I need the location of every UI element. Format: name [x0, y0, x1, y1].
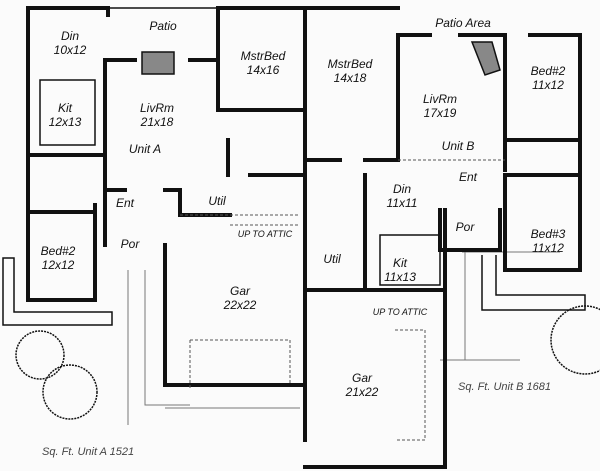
svg-text:10x12: 10x12: [54, 43, 87, 57]
attic-stairs-label: UP TO ATTIC: [238, 229, 293, 239]
room-size: 11x12: [532, 241, 564, 255]
room-name: Gar: [352, 371, 373, 385]
fireplace-icon: [141, 51, 175, 75]
room-size: 10x12: [54, 43, 87, 57]
room-name: Util: [323, 252, 341, 266]
room-name: MstrBed: [328, 57, 373, 71]
tree-icon: [15, 305, 600, 420]
room-name: LivRm: [140, 101, 174, 115]
sqft-unit-a: Sq. Ft. Unit A 1521: [42, 446, 134, 458]
room-size: 14x16: [247, 63, 280, 77]
room-name: Patio: [149, 19, 177, 33]
room-size: 11x12: [532, 78, 564, 92]
room-size: 17x19: [424, 106, 457, 120]
room-size: 12x12: [42, 258, 75, 272]
unit-b-walls: [303, 6, 582, 469]
room-size: 21x22: [345, 385, 379, 399]
room-size: 14x18: [334, 71, 367, 85]
room-name: Gar: [230, 284, 251, 298]
room-name: Ent: [116, 196, 135, 210]
unit-a-walls: [26, 6, 307, 442]
room-name: Kit: [393, 256, 408, 270]
room-size: 21x18: [140, 115, 174, 129]
unit-label: Unit A: [129, 142, 161, 156]
room-name: Ent: [459, 170, 478, 184]
sqft-unit-b: Sq. Ft. Unit B 1681: [458, 381, 551, 393]
site-lines: [2, 251, 586, 425]
room-name: Patio Area: [435, 16, 491, 30]
svg-text:Din: Din: [61, 29, 79, 43]
fireplace-icon: [470, 41, 501, 76]
attic-stairs-label: UP TO ATTIC: [373, 307, 428, 317]
room-size: 22x22: [223, 298, 257, 312]
room-name: Bed#2: [41, 244, 76, 258]
room-name: Por: [456, 220, 476, 234]
room-name: Bed#2: [531, 64, 566, 78]
room-name: Util: [208, 194, 226, 208]
room-name: Por: [121, 237, 141, 251]
room-name: Din: [61, 29, 79, 43]
room-size: 11x13: [384, 270, 416, 284]
room-name: Bed#3: [531, 227, 566, 241]
room-name: Kit: [58, 101, 73, 115]
room-name: Din: [393, 182, 411, 196]
room-size: 12x13: [49, 115, 82, 129]
room-name: MstrBed: [241, 49, 286, 63]
room-name: LivRm: [423, 92, 457, 106]
room-size: 11x11: [387, 196, 418, 210]
unit-label: Unit B: [442, 139, 475, 153]
